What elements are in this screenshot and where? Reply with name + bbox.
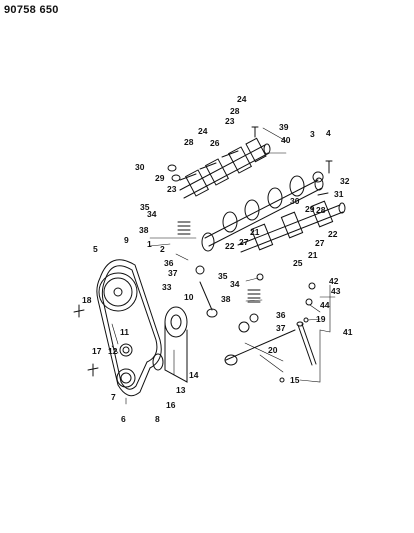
callout-9: 9 (124, 235, 129, 245)
callout-25: 25 (293, 258, 303, 268)
callout-14: 14 (189, 370, 199, 380)
callout-28c: 28 (316, 205, 326, 215)
callout-42: 42 (329, 276, 339, 286)
callout-41: 41 (343, 327, 353, 337)
spacer-washer (152, 353, 164, 371)
callout-32: 32 (340, 176, 350, 186)
callout-35b: 35 (218, 271, 228, 281)
callout-29a: 29 (155, 173, 165, 183)
camshaft (201, 175, 324, 252)
belt-tensioner (164, 306, 188, 383)
callout-37b: 37 (276, 323, 286, 333)
callout-17: 17 (92, 346, 102, 356)
callout-34a: 34 (147, 209, 157, 219)
callout-1: 1 (147, 239, 152, 249)
lower-rocker-shaft (237, 200, 346, 253)
leader-lines (111, 127, 336, 405)
camshaft-sprocket (98, 272, 138, 312)
callout-30b: 30 (290, 196, 300, 206)
callout-6: 6 (121, 414, 126, 424)
callout-labels: 1 2 3 4 5 6 7 8 9 10 11 12 13 14 15 16 1… (82, 94, 353, 424)
callout-19: 19 (316, 314, 326, 324)
callout-33: 33 (162, 282, 172, 292)
callout-22b: 22 (328, 229, 338, 239)
retainer-small-parts (195, 265, 316, 383)
callout-12: 12 (108, 346, 118, 356)
callout-8: 8 (155, 414, 160, 424)
callout-27a: 27 (239, 237, 249, 247)
callout-38b: 38 (221, 294, 231, 304)
upper-rocker-shaft (179, 137, 271, 199)
callout-16: 16 (166, 400, 176, 410)
callout-36b: 36 (276, 310, 286, 320)
timing-belt (96, 259, 162, 397)
callout-37a: 37 (168, 268, 178, 278)
callout-39: 39 (279, 122, 289, 132)
callout-27b: 27 (315, 238, 325, 248)
adjuster-screw (296, 321, 317, 366)
oil-pump-sprocket (119, 343, 133, 357)
callout-24a: 24 (237, 94, 247, 104)
crankshaft-sprocket (116, 368, 136, 388)
callout-38a: 38 (139, 225, 149, 235)
callout-44: 44 (320, 300, 330, 310)
callout-20: 20 (268, 345, 278, 355)
callout-29b: 29 (305, 204, 315, 214)
callout-10: 10 (184, 292, 194, 302)
cam-plugs (167, 164, 181, 182)
upper-valve-spring (177, 221, 191, 235)
callout-22a: 22 (225, 241, 235, 251)
callout-4: 4 (326, 128, 331, 138)
document-id: 90758 650 (4, 4, 59, 16)
callout-26: 26 (210, 138, 220, 148)
callout-36a: 36 (164, 258, 174, 268)
callout-7: 7 (111, 392, 116, 402)
callout-13: 13 (176, 385, 186, 395)
callout-2: 2 (160, 244, 165, 254)
callout-23a: 23 (167, 184, 177, 194)
callout-43: 43 (331, 286, 341, 296)
callout-28b: 28 (230, 106, 240, 116)
callout-11: 11 (120, 327, 129, 337)
exhaust-valve (199, 281, 218, 318)
callout-23b: 23 (225, 116, 235, 126)
callout-34b: 34 (230, 279, 240, 289)
callout-24b: 24 (198, 126, 208, 136)
callout-40: 40 (281, 135, 291, 145)
callout-35a: 35 (140, 202, 150, 212)
callout-18: 18 (82, 295, 92, 305)
callout-30a: 30 (135, 162, 145, 172)
callout-15: 15 (290, 375, 300, 385)
callout-21b: 21 (308, 250, 318, 260)
bolts (73, 126, 333, 377)
callout-31: 31 (334, 189, 344, 199)
valve-spring (247, 289, 261, 303)
callout-5: 5 (93, 244, 98, 254)
callout-3: 3 (310, 129, 315, 139)
callout-28a: 28 (184, 137, 194, 147)
intake-valve (224, 329, 296, 366)
callout-21a: 21 (250, 227, 260, 237)
